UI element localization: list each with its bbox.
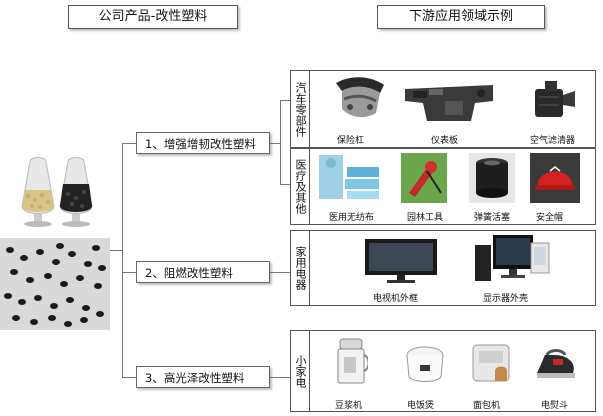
connector-cat1 [122,143,136,144]
connector-cat1-branch [270,143,280,144]
dashboard-icon [405,85,493,121]
panel-auto-parts: 汽车零部件 保险杠 仪表板 空气滤清器 [290,70,596,148]
bumper-icon [336,77,384,118]
caption-monitor-housing: 显示器外壳 [483,294,529,304]
caption-bread-maker: 面包机 [473,401,501,411]
safety-helmet-icon [530,153,580,203]
garden-tool-icon [401,153,447,203]
connector-auto [280,100,290,101]
soymilk-maker-item [331,337,371,389]
rice-cooker-icon [406,346,444,382]
caption-air-filter: 空气滤清器 [530,136,576,146]
products-header: 公司产品-改性塑料 [68,5,238,29]
medical-fabric-icon [319,155,379,199]
monitor-housing-icon [475,235,550,281]
panel-home-appliances: 家用电器 电视机外框 显示器外壳 [290,230,596,306]
panel-small-appliances: 小家电 豆浆机 电饭煲 面包机 电熨斗 [290,330,596,412]
tv-frame-item [361,237,441,285]
caption-rice-cooker: 电饭煲 [407,401,435,411]
connector-appliance [270,272,290,273]
pellet-jars-icon [8,150,108,230]
group-label-appliance: 家用电器 [291,231,310,305]
air-filter-item [523,77,583,123]
safety-helmet-item [527,153,583,203]
group-label-auto: 汽车零部件 [291,71,310,147]
category-flame-retardant: 2、阻燃改性塑料 [136,261,270,283]
connector-trunk [122,143,123,377]
category-reinforced: 1、增强增韧改性塑料 [136,132,270,154]
tv-frame-icon [365,239,437,283]
applications-header: 下游应用领域示例 [377,5,545,29]
garden-tool-item [399,153,449,203]
iron-icon [537,349,575,378]
caption-iron: 电熨斗 [541,401,569,411]
group-label-medical: 医疗及其他 [291,149,310,224]
black-pellets-icon [0,238,110,330]
caption-safety-helmet: 安全帽 [536,213,564,223]
caption-medical-fabric: 医用无纺布 [329,213,375,223]
connector-cat3 [122,377,136,378]
caption-spring-piston: 弹簧活塞 [474,213,511,223]
bumper-item [325,73,395,125]
iron-item [531,345,585,385]
caption-garden-tool: 园林工具 [407,213,444,223]
connector-medical [280,184,290,185]
bread-maker-item [469,341,513,385]
caption-soymilk-maker: 豆浆机 [335,401,363,411]
spring-piston-item [467,153,517,203]
caption-dashboard: 仪表板 [431,136,459,146]
connector-main [110,250,122,251]
dashboard-item [399,79,499,125]
connector-small [270,377,290,378]
air-filter-icon [535,81,575,117]
soymilk-maker-icon [337,338,368,384]
group-label-small: 小家电 [291,331,310,411]
monitor-housing-item [471,233,551,287]
connector-cat2 [122,272,136,273]
rice-cooker-item [403,343,447,385]
panel-medical-other: 医疗及其他 医用 [290,148,596,225]
caption-bumper: 保险杠 [337,136,365,146]
bread-maker-icon [472,344,510,382]
spring-piston-icon [469,153,515,203]
medical-fabric-item [315,153,385,203]
connector-cat1-split [280,100,281,184]
caption-tv-frame: 电视机外框 [373,294,419,304]
category-high-gloss: 3、高光泽改性塑料 [136,366,270,388]
